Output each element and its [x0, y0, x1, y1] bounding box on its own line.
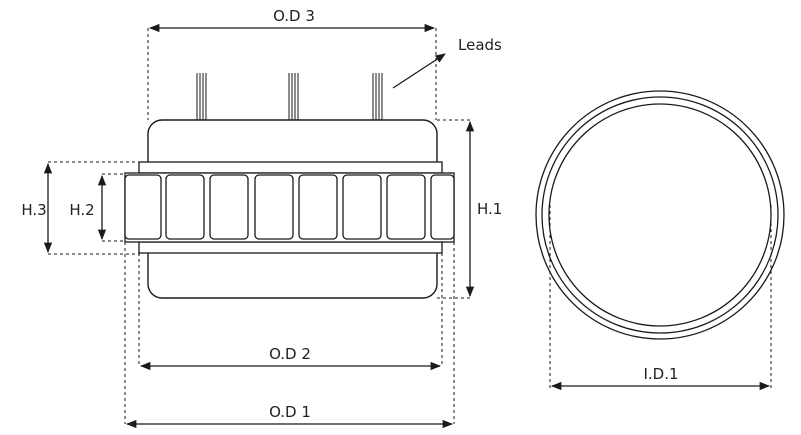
id1-dimension: I.D.1 [549, 205, 772, 391]
od1-label: O.D 1 [269, 403, 311, 421]
core-segment [165, 174, 205, 240]
lead-wire-group [288, 73, 299, 120]
stator-side-view [124, 73, 455, 299]
core-segments [124, 174, 455, 240]
lead-wire-group [196, 73, 207, 120]
core-segment [254, 174, 294, 240]
core-segment [209, 174, 249, 240]
h1-label: H.1 [477, 200, 502, 218]
inner-ring [548, 103, 772, 327]
h1-dimension: H.1 [437, 119, 502, 299]
middle-ring [541, 96, 779, 334]
lower-core-plate [138, 241, 443, 254]
leads-callout: Leads [392, 36, 502, 89]
h3-dimension: H.3 [21, 161, 139, 255]
lead-wires [196, 73, 383, 120]
od3-dimension: O.D 3 [147, 7, 437, 120]
lead-wire-group [372, 73, 383, 120]
od1-dimension: O.D 1 [124, 242, 455, 429]
h2-label: H.2 [69, 201, 94, 219]
core-segment [124, 174, 162, 240]
id1-label: I.D.1 [643, 365, 678, 383]
leads-label: Leads [458, 36, 502, 54]
core-segment [430, 174, 455, 240]
outer-ring [535, 90, 785, 340]
stator-top-view [535, 90, 785, 340]
core-segment [342, 174, 382, 240]
core-segment [298, 174, 338, 240]
od2-dimension: O.D 2 [138, 253, 443, 371]
core-segment [386, 174, 426, 240]
h3-label: H.3 [21, 201, 46, 219]
h2-dimension: H.2 [69, 173, 125, 242]
od2-label: O.D 2 [269, 345, 311, 363]
od3-label: O.D 3 [273, 7, 315, 25]
upper-core-plate [138, 161, 443, 174]
